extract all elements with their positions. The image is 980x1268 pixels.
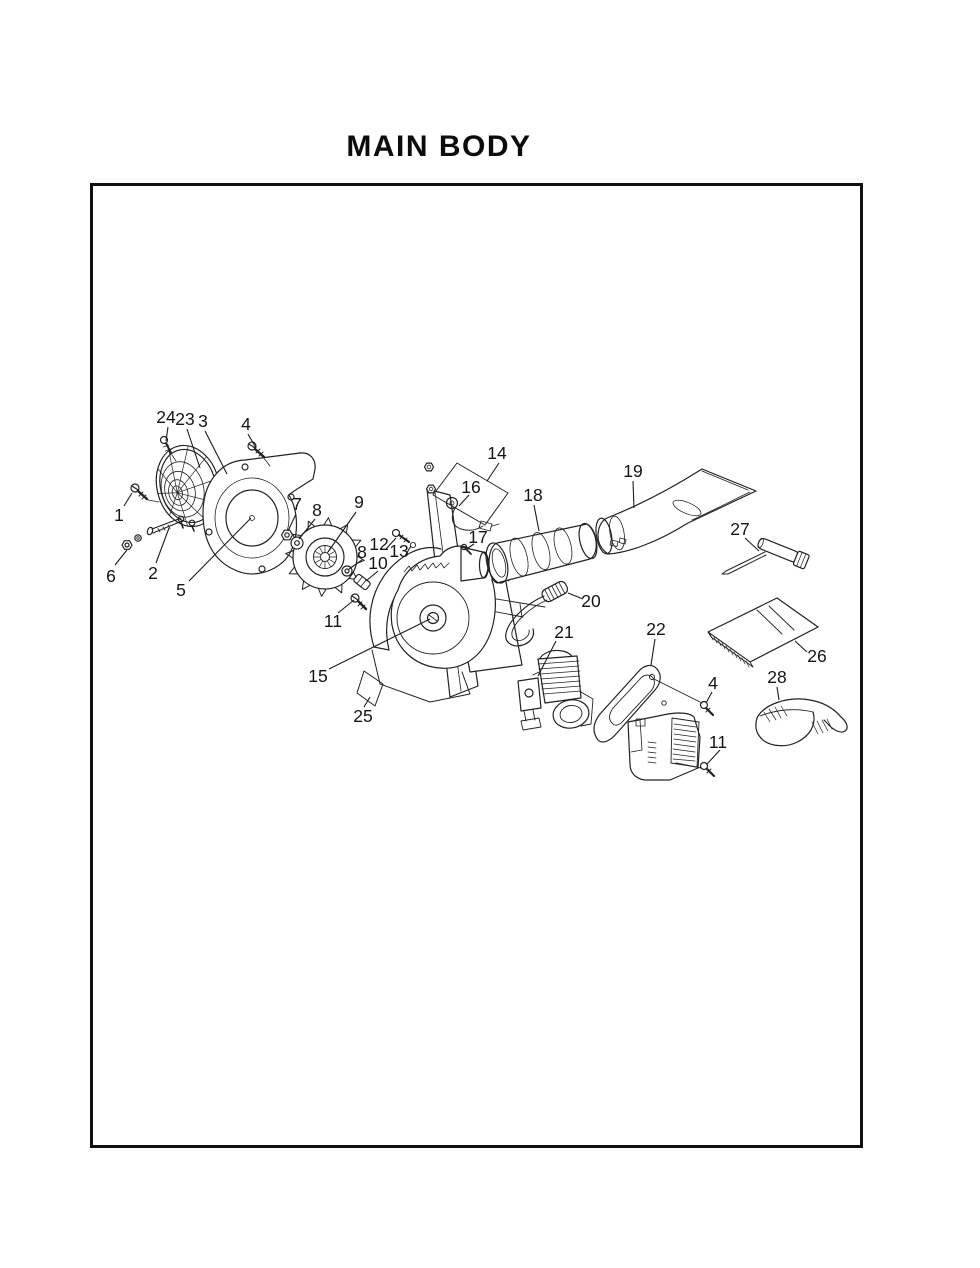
callout-leader-25 (363, 696, 371, 708)
flex-tube-drawing (485, 522, 598, 584)
part-callout-10: 10 (368, 553, 388, 573)
screw-1-drawing (130, 483, 160, 503)
part-callout-25: 25 (353, 706, 372, 726)
callout-leader-4 (705, 691, 713, 704)
safety-glasses-drawing (755, 698, 848, 747)
callout-leader-1 (123, 492, 133, 507)
engine-cover-drawing (593, 664, 703, 781)
pawl-10-drawing (353, 573, 371, 591)
part-callout-8: 8 (312, 500, 322, 520)
part-callout-3: 3 (198, 411, 208, 431)
panel-14-drawing (432, 462, 509, 526)
callout-leader-14 (486, 462, 500, 482)
screw-17-drawing (460, 543, 472, 555)
part-callout-7: 7 (292, 494, 302, 514)
part-callout-11: 11 (709, 732, 727, 752)
part-callout-8: 8 (357, 542, 367, 562)
part-callout-11: 11 (324, 611, 342, 631)
callout-leader-6 (114, 549, 128, 566)
part-callout-2: 2 (148, 563, 158, 583)
callout-leader-21 (537, 640, 557, 677)
callout-leader-4 (247, 433, 257, 449)
callout-leader-12 (385, 537, 397, 550)
nut-7-drawing (280, 529, 294, 541)
bolt-2-drawing (146, 517, 183, 536)
callout-leader-3 (204, 430, 228, 475)
part-callout-23: 23 (175, 409, 194, 429)
callout-leader-23 (186, 428, 201, 469)
nozzle-drawing (595, 468, 757, 555)
screw-4-bottom-drawing (699, 700, 715, 717)
callout-leader-27 (744, 537, 760, 552)
callout-leader-20 (567, 592, 584, 600)
screw-12-13-drawing (391, 528, 417, 549)
part-callout-1: 1 (114, 505, 124, 525)
screw-11-bottom-drawing (699, 761, 716, 778)
part-callout-9: 9 (354, 492, 364, 512)
callout-leader-22 (650, 638, 656, 666)
callout-leader-8 (298, 518, 316, 540)
callout-leader-10 (365, 570, 379, 582)
part-callout-22: 22 (646, 619, 665, 639)
part-callout-4: 4 (708, 673, 718, 693)
part-callout-15: 15 (308, 666, 327, 686)
plug-wire-drawing (505, 580, 569, 647)
part-callout-16: 16 (461, 477, 480, 497)
diagram-frame (90, 183, 863, 1148)
engine-drawing (517, 649, 594, 731)
screw-11-left-drawing (350, 593, 368, 611)
callout-leader-18 (533, 504, 540, 532)
main-housing-drawing (369, 545, 496, 703)
callout-leader-13 (404, 545, 412, 557)
callout-leader-15 (328, 618, 431, 670)
callout-leader-24 (165, 426, 169, 442)
fan-housing-drawing (202, 452, 316, 575)
part-callout-17: 17 (468, 527, 487, 547)
part-callout-18: 18 (523, 485, 542, 505)
callout-leader-16 (458, 494, 470, 507)
callout-leader-2 (155, 527, 170, 564)
part-callout-26: 26 (807, 646, 826, 666)
wire-16-drawing (445, 496, 500, 532)
part-callout-14: 14 (487, 443, 507, 463)
washer-8a-drawing (290, 536, 304, 550)
callout-leader-5 (188, 517, 252, 582)
page-title: MAIN BODY (346, 130, 532, 163)
callout-leader-19 (632, 480, 635, 509)
callout-leader-17 (467, 543, 475, 549)
part-callout-28: 28 (767, 667, 786, 687)
callout-leader-28 (776, 686, 780, 701)
part-callout-20: 20 (581, 591, 601, 611)
decal-25-drawing (356, 670, 384, 707)
callout-leader-11 (706, 749, 721, 765)
part-callout-24: 24 (156, 407, 176, 427)
part-callout-13: 13 (389, 541, 408, 561)
callout-leader-8 (348, 559, 363, 570)
part-callout-19: 19 (623, 461, 642, 481)
callout-leader-7 (287, 513, 297, 532)
callout-leader-9 (327, 511, 357, 553)
part-callout-21: 21 (554, 622, 573, 642)
callout-leader-26 (794, 640, 808, 653)
part-callout-5: 5 (176, 580, 186, 600)
part-callout-12: 12 (369, 534, 388, 554)
wrench-drawing (721, 537, 810, 575)
part-callout-6: 6 (106, 566, 116, 586)
nut-6-drawing (121, 534, 142, 550)
callout-leader-11 (337, 599, 355, 614)
manual-drawing (707, 597, 819, 668)
flywheel-drawing (285, 517, 365, 597)
part-callout-27: 27 (730, 519, 749, 539)
part-callout-4: 4 (241, 414, 251, 434)
